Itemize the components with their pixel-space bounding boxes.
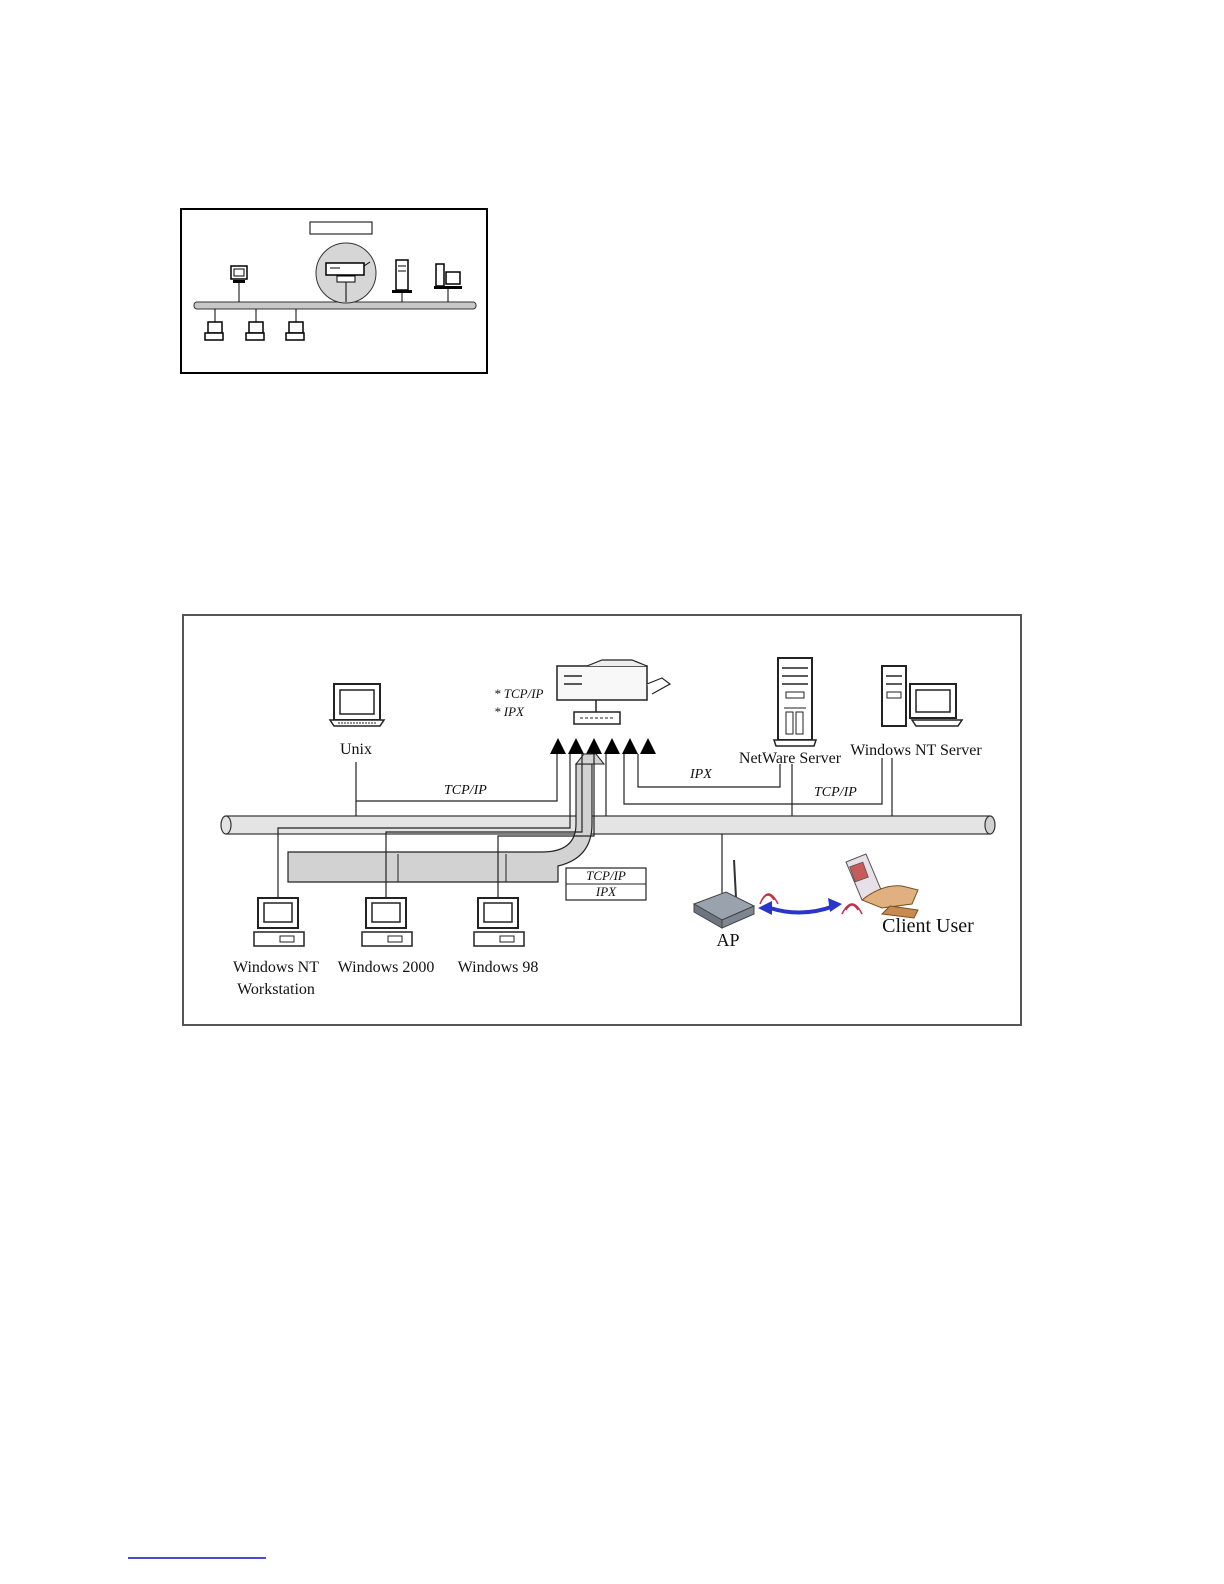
print-server-icon [574, 712, 620, 724]
netware-ipx-label: IPX [689, 767, 712, 782]
footer-rule [128, 1557, 266, 1559]
windows-nt-workstation-label-line2: Workstation [237, 981, 315, 998]
printer-protocol-ipx: * IPX [494, 704, 525, 719]
windows-nt-server-label: Windows NT Server [850, 742, 982, 759]
workstation-tcpip-label: TCP/IP [586, 868, 626, 883]
windows-98-label: Windows 98 [458, 959, 539, 976]
print-server-icon [316, 243, 376, 303]
netware-server-icon [774, 658, 816, 746]
windows-98-icon [474, 898, 524, 946]
client-user-label: Client User [882, 915, 974, 937]
ap-label: AP [716, 930, 739, 950]
workstation-ipx-label: IPX [595, 884, 617, 899]
nt-server-tcpip-label: TCP/IP [814, 785, 857, 800]
overview-label-box [310, 222, 372, 234]
overview-network-diagram [180, 208, 488, 374]
network-bus [221, 816, 995, 834]
netware-server-label: NetWare Server [739, 750, 842, 767]
printer-protocol-tcpip: * TCP/IP [494, 686, 544, 701]
windows-nt-workstation-label-line1: Windows NT [233, 959, 319, 976]
unix-tcpip-label: TCP/IP [444, 783, 487, 798]
unix-computer-icon [330, 684, 384, 726]
overview-network-bus [194, 302, 476, 309]
unix-label: Unix [340, 741, 372, 758]
windows-2000-icon [362, 898, 412, 946]
windows-2000-label: Windows 2000 [338, 959, 435, 976]
windows-nt-workstation-icon [254, 898, 304, 946]
network-protocol-diagram: * TCP/IP * IPX Unix NetWare Server [182, 614, 1022, 1026]
